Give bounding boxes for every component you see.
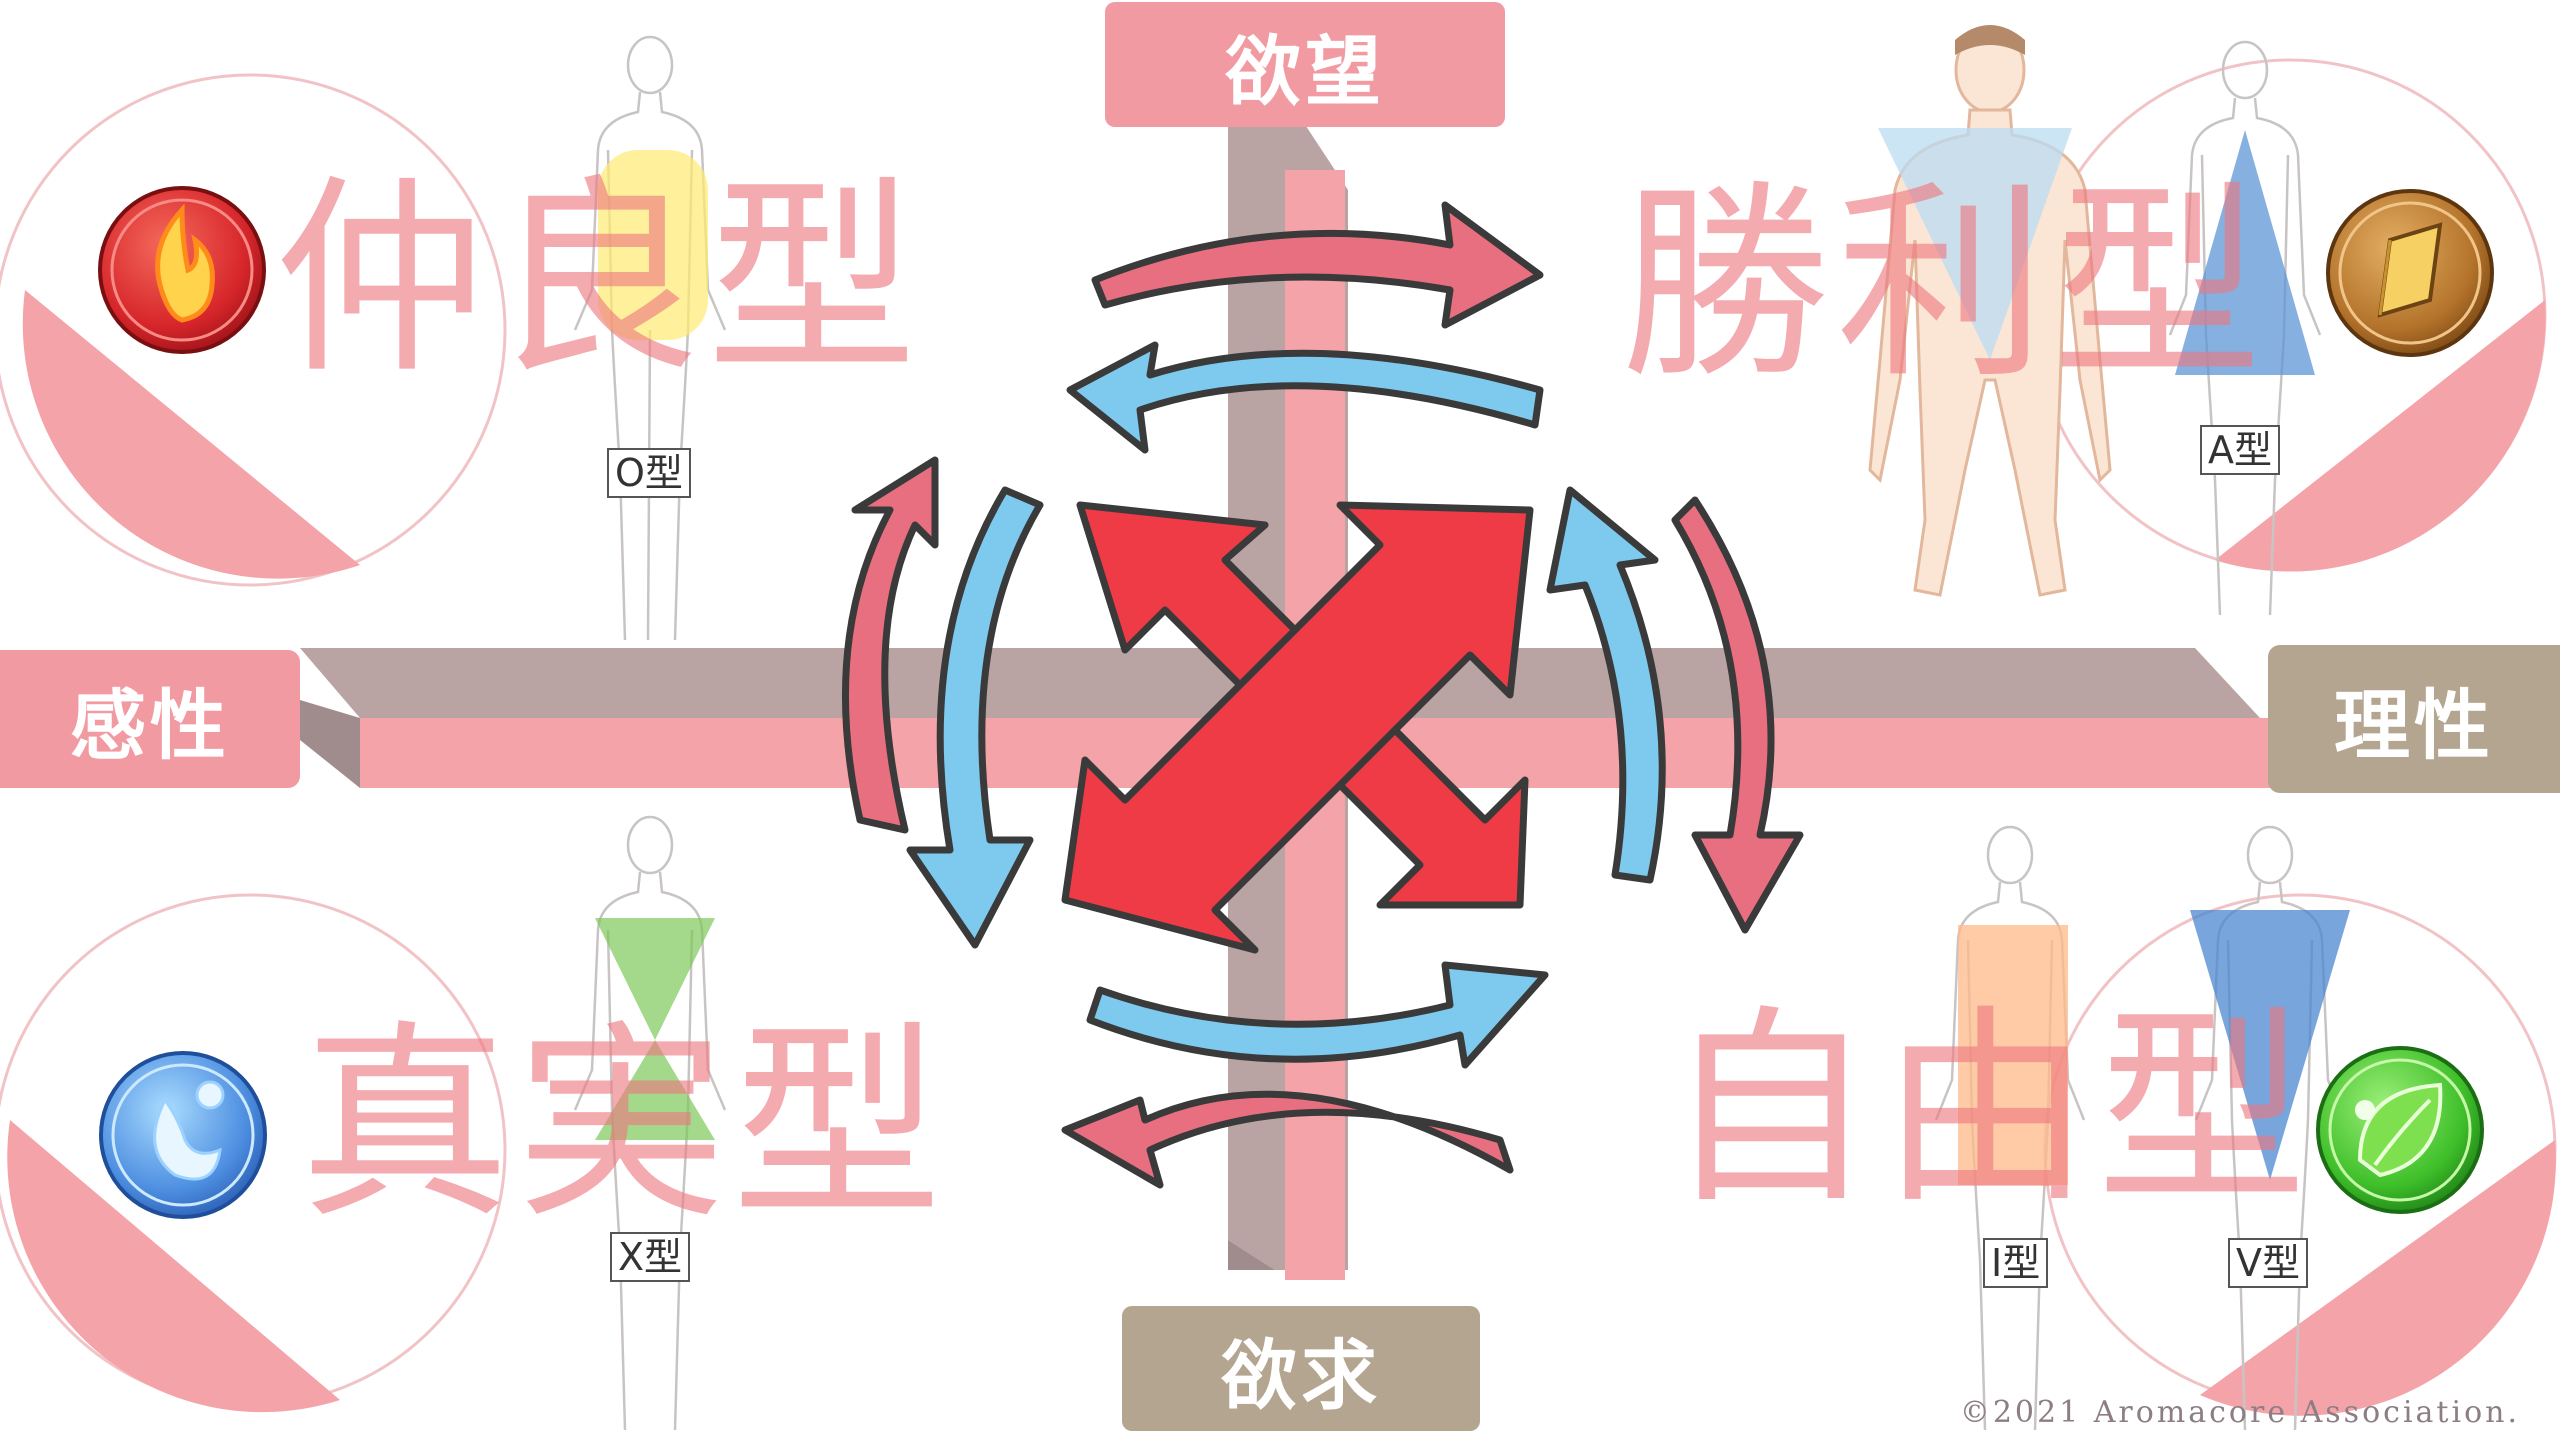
arrow-top-inner <box>1066 341 1544 454</box>
axis-label-bottom: 欲求 <box>1122 1306 1480 1431</box>
body-shape-overlays <box>595 128 2350 1185</box>
arrow-top-outer <box>1091 201 1544 329</box>
shape-tag-i: I型 <box>1983 1238 2049 1288</box>
i-shape-overlay <box>1958 925 2068 1185</box>
cycle-arrows <box>841 201 1804 1189</box>
water-orb-icon <box>99 1051 267 1219</box>
arrow-diagonal-down-left <box>1061 501 1534 954</box>
o-shape-overlay <box>598 150 708 340</box>
center-cross-arrows <box>1061 501 1534 954</box>
earth-crystal-orb-icon <box>2326 189 2494 357</box>
fire-orb-icon <box>98 186 266 354</box>
shape-tag-x: X型 <box>610 1232 691 1282</box>
arrow-left-outer <box>841 456 939 834</box>
inverted-triangle-overlay <box>1878 128 2072 360</box>
arrow-right-outer <box>1671 496 1804 934</box>
arrow-bottom-inner <box>1086 961 1549 1069</box>
copyright-text: ©2021 Aromacore Association. <box>1959 1395 2520 1430</box>
shape-tag-v: V型 <box>2228 1238 2308 1288</box>
axis-label-top: 欲望 <box>1105 2 1505 127</box>
x-shape-top-overlay <box>595 918 715 1040</box>
arrow-right-inner <box>1546 486 1666 884</box>
shape-tag-o: O型 <box>607 448 691 498</box>
quadrant-circle-top-left <box>0 73 507 587</box>
arrow-left-inner <box>906 486 1044 949</box>
quadrant-title-bottom-right: 自由型 <box>1665 987 2314 1232</box>
quadrant-title-top-right: 勝利型 <box>1620 162 2269 407</box>
a-shape-overlay <box>2175 130 2315 375</box>
quadrant-title-bottom-left: 真実型 <box>300 1002 949 1247</box>
quadrant-circle-bottom-left <box>0 893 507 1413</box>
quadrant-title-top-left: 仲良型 <box>275 157 924 402</box>
axis-label-right: 理性 <box>2268 645 2560 793</box>
arrow-bottom-outer <box>1061 1090 1514 1189</box>
shape-tag-a: A型 <box>2200 425 2280 475</box>
x-shape-bottom-overlay <box>595 1040 715 1140</box>
figure-top-left <box>573 35 727 641</box>
leaf-orb-icon <box>2316 1046 2484 1214</box>
axis-label-left: 感性 <box>0 650 300 788</box>
v-shape-overlay <box>2190 910 2350 1180</box>
